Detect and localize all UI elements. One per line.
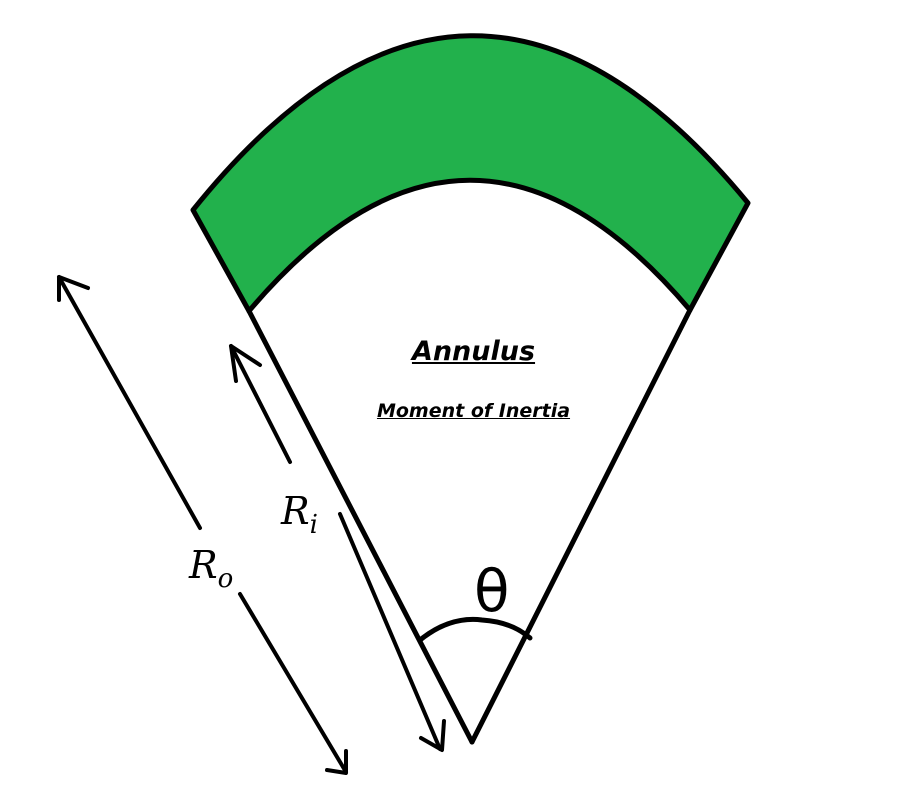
right-sector-edge <box>469 307 693 745</box>
left-sector-edge <box>246 308 475 745</box>
outer-radius-symbol: R <box>189 543 218 587</box>
inner-radius-arrow <box>229 344 446 752</box>
outer-radius-label: Ro <box>189 546 233 592</box>
inner-radius-subscript: i <box>309 510 318 540</box>
inner-radius-label: Ri <box>281 492 318 538</box>
outer-radius-arrow <box>57 275 348 775</box>
annulus-sector <box>190 33 751 314</box>
diagram-subtitle: Moment of Inertia <box>376 400 571 422</box>
outer-radius-subscript: o <box>217 564 234 594</box>
inner-radius-symbol: R <box>281 489 310 533</box>
diagram-title: Annulus <box>411 336 536 367</box>
angle-arc <box>417 616 533 643</box>
angle-label: θ <box>474 557 510 625</box>
